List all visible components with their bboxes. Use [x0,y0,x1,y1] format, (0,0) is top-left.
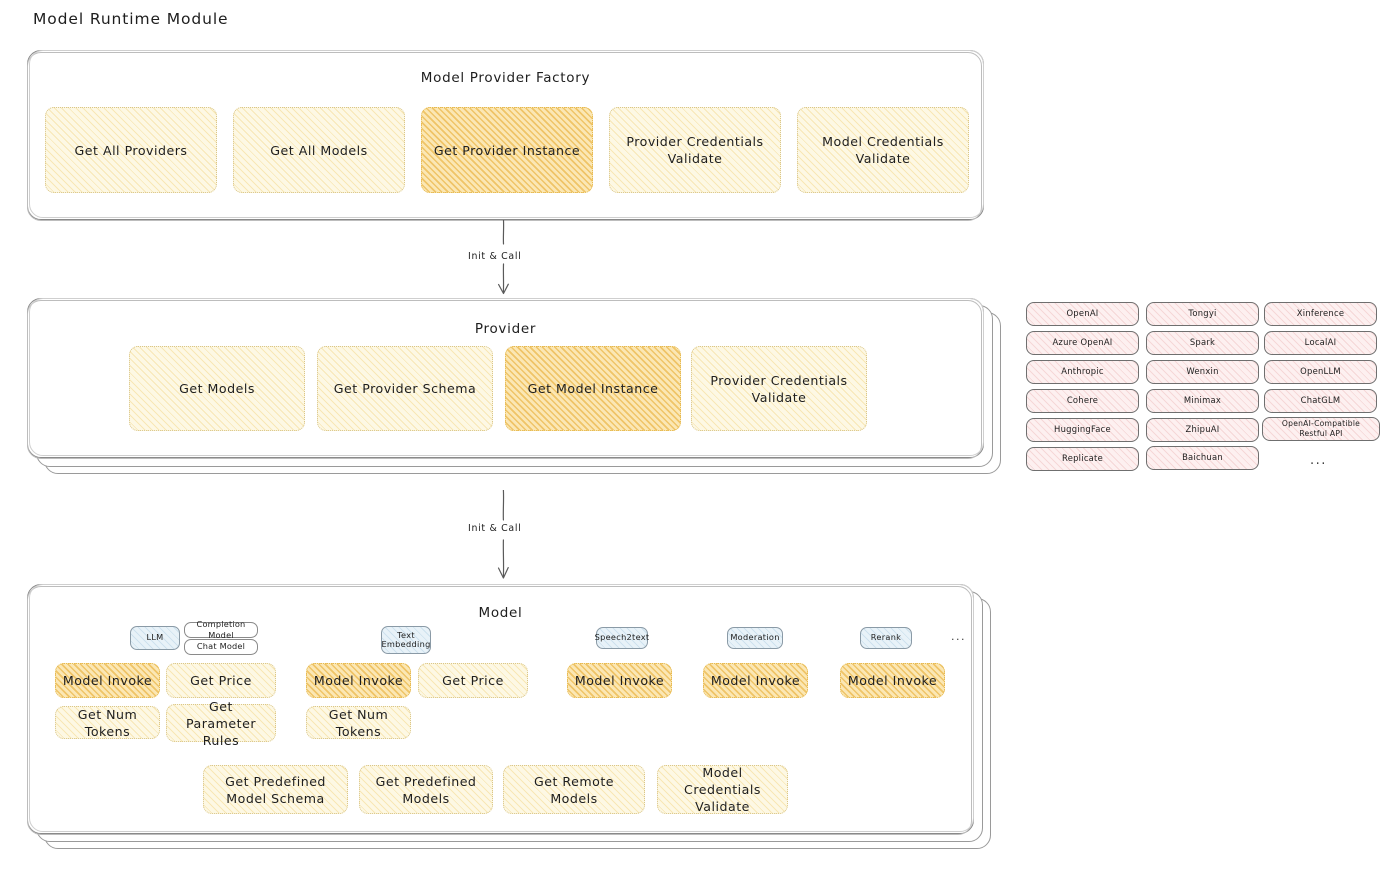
provider-node-get-model-instance[interactable]: Get Model Instance [505,346,681,431]
model-type-chip-speech2text[interactable]: Speech2text [595,627,649,649]
provider-pill-replicate[interactable]: Replicate [1026,447,1139,471]
provider-pill-xinference[interactable]: Xinference [1264,302,1377,326]
speech2text-method-model-invoke[interactable]: Model Invoke [567,663,672,698]
arrow-label-init-and-call-2: Init & Call [468,523,522,534]
model-types-more-ellipsis: ... [951,630,966,643]
factory-node-get-provider-instance[interactable]: Get Provider Instance [421,107,593,193]
provider-pill-localai[interactable]: LocalAI [1264,331,1377,355]
moderation-method-model-invoke[interactable]: Model Invoke [703,663,808,698]
provider-pill-baichuan[interactable]: Baichuan [1146,446,1259,470]
model-subchip-completion-model[interactable]: Completion Model [184,619,258,640]
factory-node-get-all-models[interactable]: Get All Models [233,107,405,193]
arrow-label-init-and-call-1: Init & Call [468,251,522,262]
arrow-factory-to-provider: Init & Call [468,219,540,298]
provider-pill-chatglm[interactable]: ChatGLM [1264,389,1377,413]
provider-pill-azure-openai[interactable]: Azure OpenAI [1026,331,1139,355]
model-shared-get-predefined-models[interactable]: Get Predefined Models [359,765,493,814]
arrow-2-icon [497,489,509,579]
text-embedding-method-get-num-tokens[interactable]: Get Num Tokens [306,706,411,739]
factory-node-model-credentials-validate[interactable]: Model Credentials Validate [797,107,969,193]
provider-pill-huggingface[interactable]: HuggingFace [1026,418,1139,442]
text-embedding-method-model-invoke[interactable]: Model Invoke [306,663,411,698]
provider-pill-openllm[interactable]: OpenLLM [1264,360,1377,384]
provider-node-provider-credentials-validate[interactable]: Provider Credentials Validate [691,346,867,431]
provider-pill-spark[interactable]: Spark [1146,331,1259,355]
provider-pill-cohere[interactable]: Cohere [1026,389,1139,413]
rerank-method-model-invoke[interactable]: Model Invoke [840,663,945,698]
model-title: Model [478,605,523,621]
factory-node-get-all-providers[interactable]: Get All Providers [45,107,217,193]
arrow-provider-to-model: Init & Call [468,489,540,582]
model-type-chip-llm[interactable]: LLM [130,626,180,650]
provider-pill-tongyi[interactable]: Tongyi [1146,302,1259,326]
provider-node-get-models[interactable]: Get Models [129,346,305,431]
llm-method-get-price[interactable]: Get Price [166,663,276,698]
provider-pill-wenxin[interactable]: Wenxin [1146,360,1259,384]
model-type-chip-text-embedding[interactable]: Text Embedding [381,626,431,654]
llm-method-get-num-tokens[interactable]: Get Num Tokens [55,706,160,739]
provider-pill-minimax[interactable]: Minimax [1146,389,1259,413]
provider-pill-openai-compatible-restful-api[interactable]: OpenAI-Compatible Restful API [1262,417,1380,441]
provider-list-more-ellipsis: ... [1310,453,1327,468]
llm-method-model-invoke[interactable]: Model Invoke [55,663,160,698]
model-shared-get-remote-models[interactable]: Get Remote Models [503,765,645,814]
provider-title: Provider [474,321,537,337]
model-provider-factory-title: Model Provider Factory [420,70,591,86]
arrow-1-icon [498,219,509,295]
provider-pill-zhipuai[interactable]: ZhipuAI [1146,418,1259,442]
provider-node-get-provider-schema[interactable]: Get Provider Schema [317,346,493,431]
provider-pill-openai[interactable]: OpenAI [1026,302,1139,326]
model-shared-model-credentials-validate[interactable]: Model Credentials Validate [657,765,788,814]
model-shared-get-predefined-model-schema[interactable]: Get Predefined Model Schema [203,765,348,814]
llm-method-get-parameter-rules[interactable]: Get Parameter Rules [166,699,276,748]
model-subchip-chat-model[interactable]: Chat Model [184,639,258,655]
page-title: Model Runtime Module [33,10,229,28]
text-embedding-method-get-price[interactable]: Get Price [418,663,528,698]
provider-pill-anthropic[interactable]: Anthropic [1026,360,1139,384]
model-type-chip-moderation[interactable]: Moderation [727,627,783,649]
factory-node-provider-credentials-validate[interactable]: Provider Credentials Validate [609,107,781,193]
model-type-chip-rerank[interactable]: Rerank [860,627,912,649]
